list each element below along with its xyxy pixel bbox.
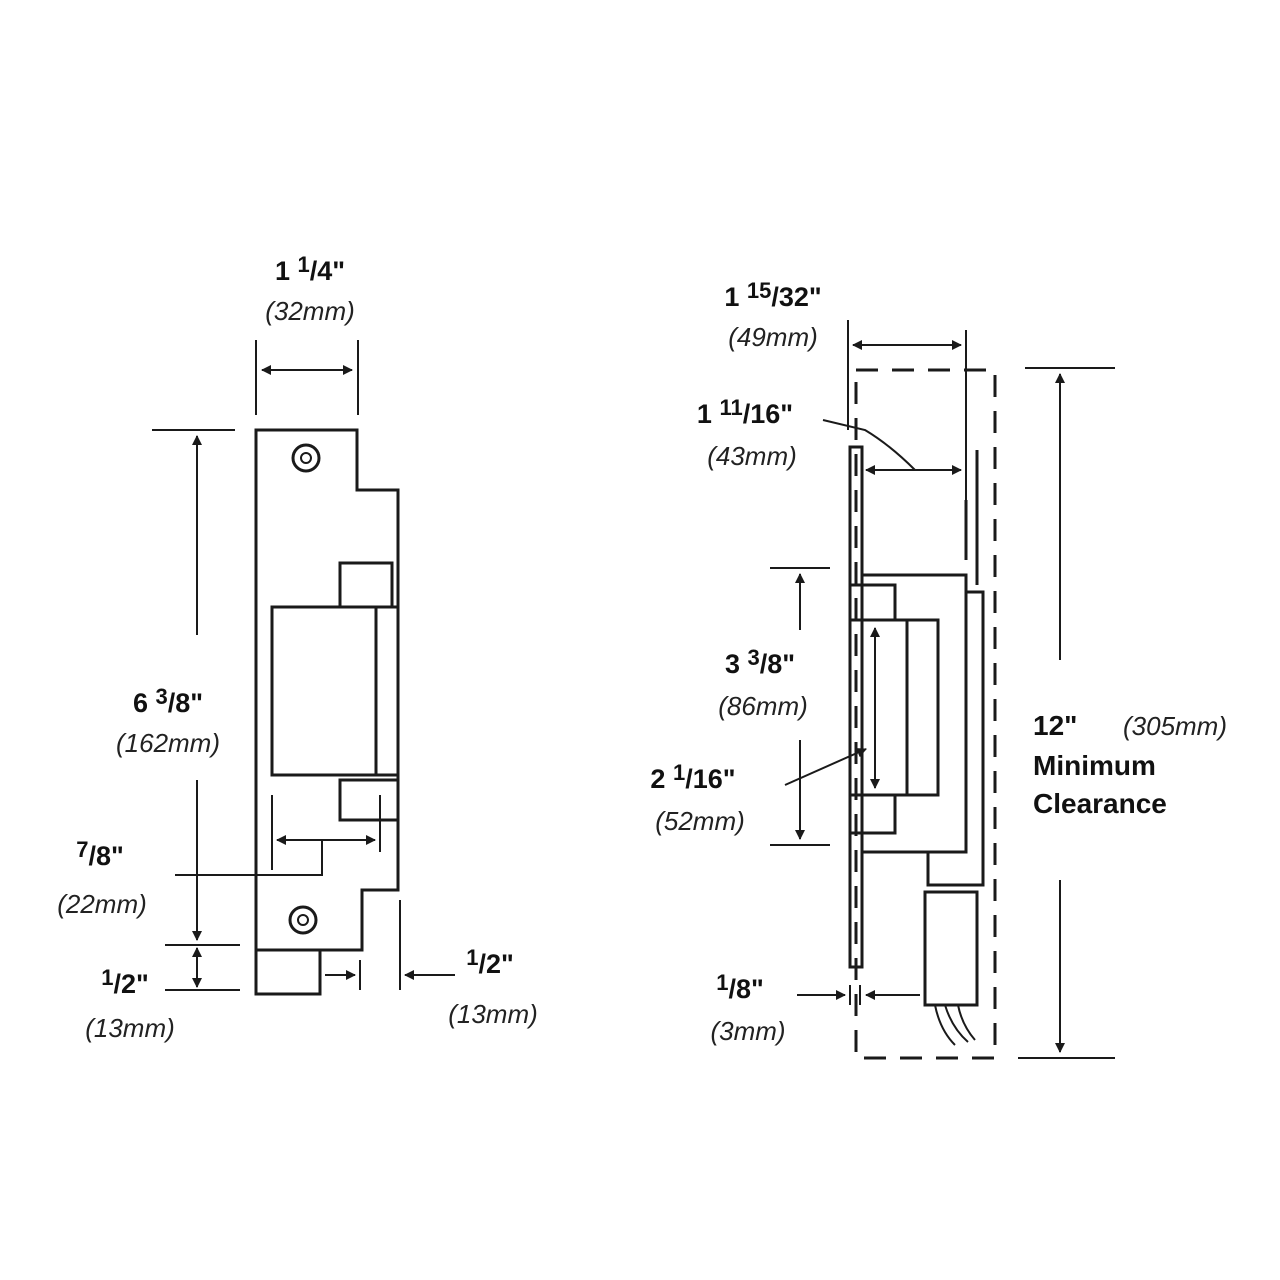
svg-text:(13mm): (13mm) xyxy=(448,999,538,1029)
svg-text:7/8": 7/8" xyxy=(76,837,124,871)
svg-text:1/2": 1/2" xyxy=(101,965,149,999)
dim-body-height: 3 3/8" (86mm) xyxy=(718,567,830,846)
svg-text:(32mm): (32mm) xyxy=(265,296,355,326)
dim-width: 1 1/4" (32mm) xyxy=(255,252,359,415)
dim-total-depth: 1 15/32" (49mm) xyxy=(724,278,967,500)
keeper xyxy=(270,605,378,777)
svg-text:(86mm): (86mm) xyxy=(718,691,808,721)
svg-text:1 11/16": 1 11/16" xyxy=(697,395,793,429)
lip xyxy=(254,948,322,996)
solenoid-housing xyxy=(923,890,979,1007)
mounting-bracket xyxy=(926,590,985,887)
dim-keeper-opening: 2 1/16" (52mm) xyxy=(650,627,880,836)
clearance-value: 12" xyxy=(1033,710,1077,741)
dim-lip-height: 1/2" (13mm) xyxy=(85,947,240,1043)
clearance-line1: Minimum xyxy=(1033,750,1156,781)
side-view: 1 15/32" (49mm) 1 11/16" (43mm) 3 3/8" (… xyxy=(650,278,1227,1060)
svg-text:(43mm): (43mm) xyxy=(707,441,797,471)
lower-block xyxy=(848,793,897,835)
lower-block xyxy=(338,778,400,822)
svg-text:(22mm): (22mm) xyxy=(57,889,147,919)
dim-keeper: 7/8" (22mm) xyxy=(57,795,381,919)
wire-leads xyxy=(934,1004,976,1046)
clearance-line2: Clearance xyxy=(1033,788,1167,819)
svg-text:1/2": 1/2" xyxy=(466,945,514,979)
dim-faceplate: 1/8" (3mm) xyxy=(710,970,920,1046)
screw-hole-top xyxy=(291,443,321,473)
keeper-edge xyxy=(376,605,398,777)
dim-clearance: 12" (305mm) Minimum Clearance xyxy=(1018,367,1227,1059)
front-view: 1 1/4" (32mm) 6 3/8" (162mm) 7/8" (22mm)… xyxy=(57,252,538,1043)
strike-body xyxy=(862,573,968,854)
svg-text:1 1/4": 1 1/4" xyxy=(275,252,345,286)
svg-text:(52mm): (52mm) xyxy=(655,806,745,836)
svg-text:(3mm): (3mm) xyxy=(710,1016,785,1046)
svg-text:(13mm): (13mm) xyxy=(85,1013,175,1043)
upper-block xyxy=(338,561,394,609)
svg-text:(49mm): (49mm) xyxy=(728,322,818,352)
svg-text:2 1/16": 2 1/16" xyxy=(650,760,735,794)
svg-text:1/8": 1/8" xyxy=(716,970,764,1004)
svg-text:(162mm): (162mm) xyxy=(116,728,220,758)
svg-text:3 3/8": 3 3/8" xyxy=(725,645,795,679)
svg-text:6 3/8": 6 3/8" xyxy=(133,684,203,718)
clearance-envelope xyxy=(854,368,997,1060)
dim-body-depth: 1 11/16" (43mm) xyxy=(697,395,962,475)
clearance-mm: (305mm) xyxy=(1123,711,1227,741)
svg-text:1 15/32": 1 15/32" xyxy=(724,278,821,312)
screw-hole-bottom xyxy=(288,905,318,935)
dim-lip-offset: 1/2" (13mm) xyxy=(325,900,538,1029)
dim-height: 6 3/8" (162mm) xyxy=(116,429,240,946)
